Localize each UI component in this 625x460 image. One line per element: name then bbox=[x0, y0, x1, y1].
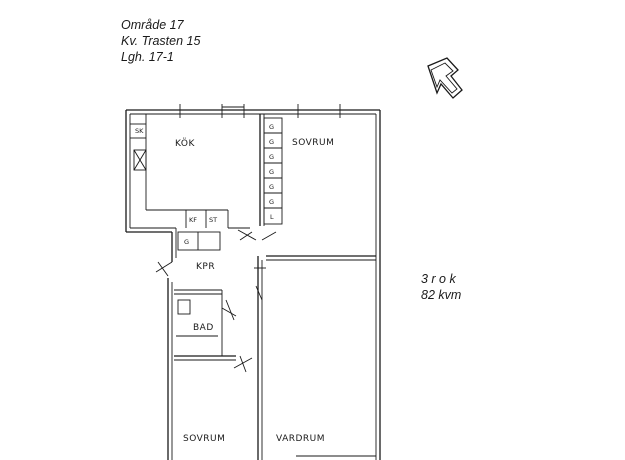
bath-label: BAD bbox=[193, 323, 214, 333]
rooms-count: 3 r o k bbox=[421, 272, 456, 286]
area-label: Område 17 bbox=[121, 18, 184, 32]
wardrobe-label-5: G bbox=[269, 183, 274, 191]
kitchen-sk-label: SK bbox=[135, 127, 144, 135]
kitchen-label: KÖK bbox=[175, 138, 195, 149]
wardrobe-label-1: G bbox=[269, 123, 274, 131]
living-room-label: VARDRUM bbox=[276, 434, 325, 444]
hall-closet-label: G bbox=[184, 238, 189, 246]
kitchen-counter bbox=[130, 114, 229, 228]
kitchen-st-label: ST bbox=[209, 216, 217, 224]
wardrobe-wall bbox=[259, 114, 283, 226]
block-label: Kv. Trasten 15 bbox=[121, 34, 201, 48]
hall-closet bbox=[177, 231, 221, 251]
north-arrow-icon bbox=[427, 57, 463, 99]
wardrobe-label-6: G bbox=[269, 198, 274, 206]
apartment-size: 82 kvm bbox=[421, 288, 462, 302]
wardrobe-label-3: G bbox=[269, 153, 274, 161]
doors bbox=[155, 229, 277, 373]
apartment-summary: 3 r o k 82 kvm bbox=[421, 271, 461, 303]
outer-walls bbox=[125, 104, 381, 460]
wardrobe-label-4: G bbox=[269, 168, 274, 176]
apartment-label: Lgh. 17-1 bbox=[121, 50, 174, 64]
wardrobe-label-2: G bbox=[269, 138, 274, 146]
kitchen-kf-label: KF bbox=[189, 216, 197, 224]
bedroom-1-label: SOVRUM bbox=[292, 138, 334, 148]
plan-header: Område 17 Kv. Trasten 15 Lgh. 17-1 bbox=[121, 17, 200, 65]
bedroom-2-label: SOVRUM bbox=[183, 434, 225, 444]
hall-label: KPR bbox=[196, 262, 215, 272]
interior-walls bbox=[174, 227, 376, 460]
wardrobe-label-7: L bbox=[270, 213, 274, 221]
